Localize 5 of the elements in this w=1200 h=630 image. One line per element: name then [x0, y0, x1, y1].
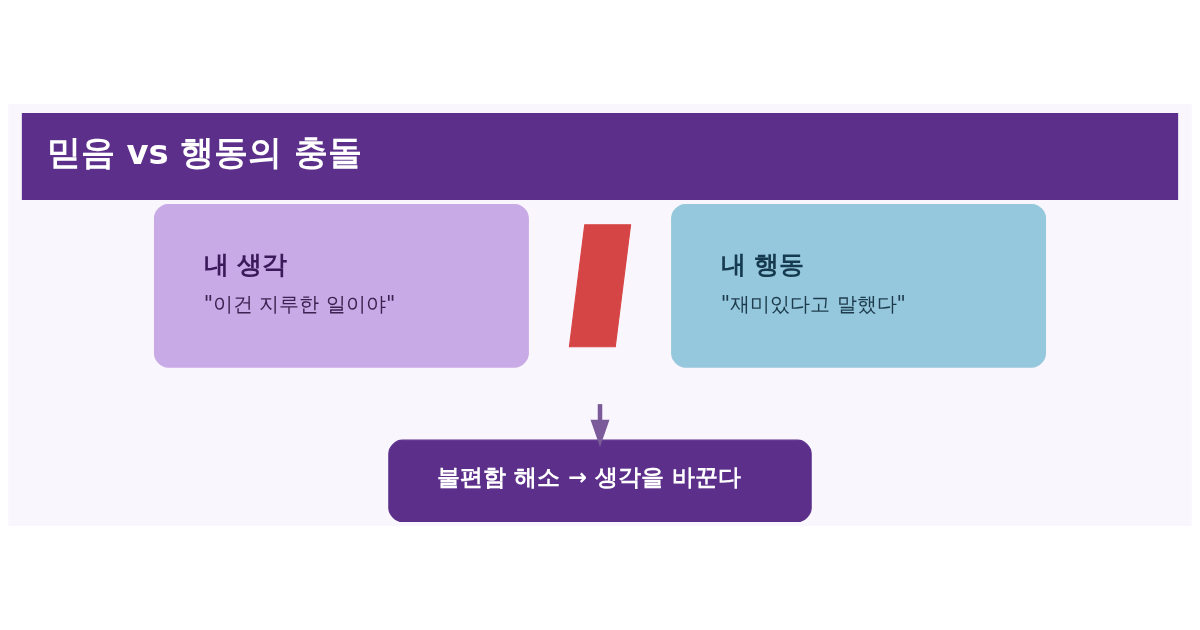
- node-box: 내 생각 "이건 지루한 일이야": [153, 203, 529, 368]
- node-box: 내 행동 "재미있다고 말했다": [671, 203, 1047, 368]
- diagram-title: 믿음 vs 행동의 충돌: [46, 133, 363, 173]
- node-box: 불편함 해소 → 생각을 바꾼다: [388, 439, 812, 523]
- node-lightning: [568, 224, 632, 348]
